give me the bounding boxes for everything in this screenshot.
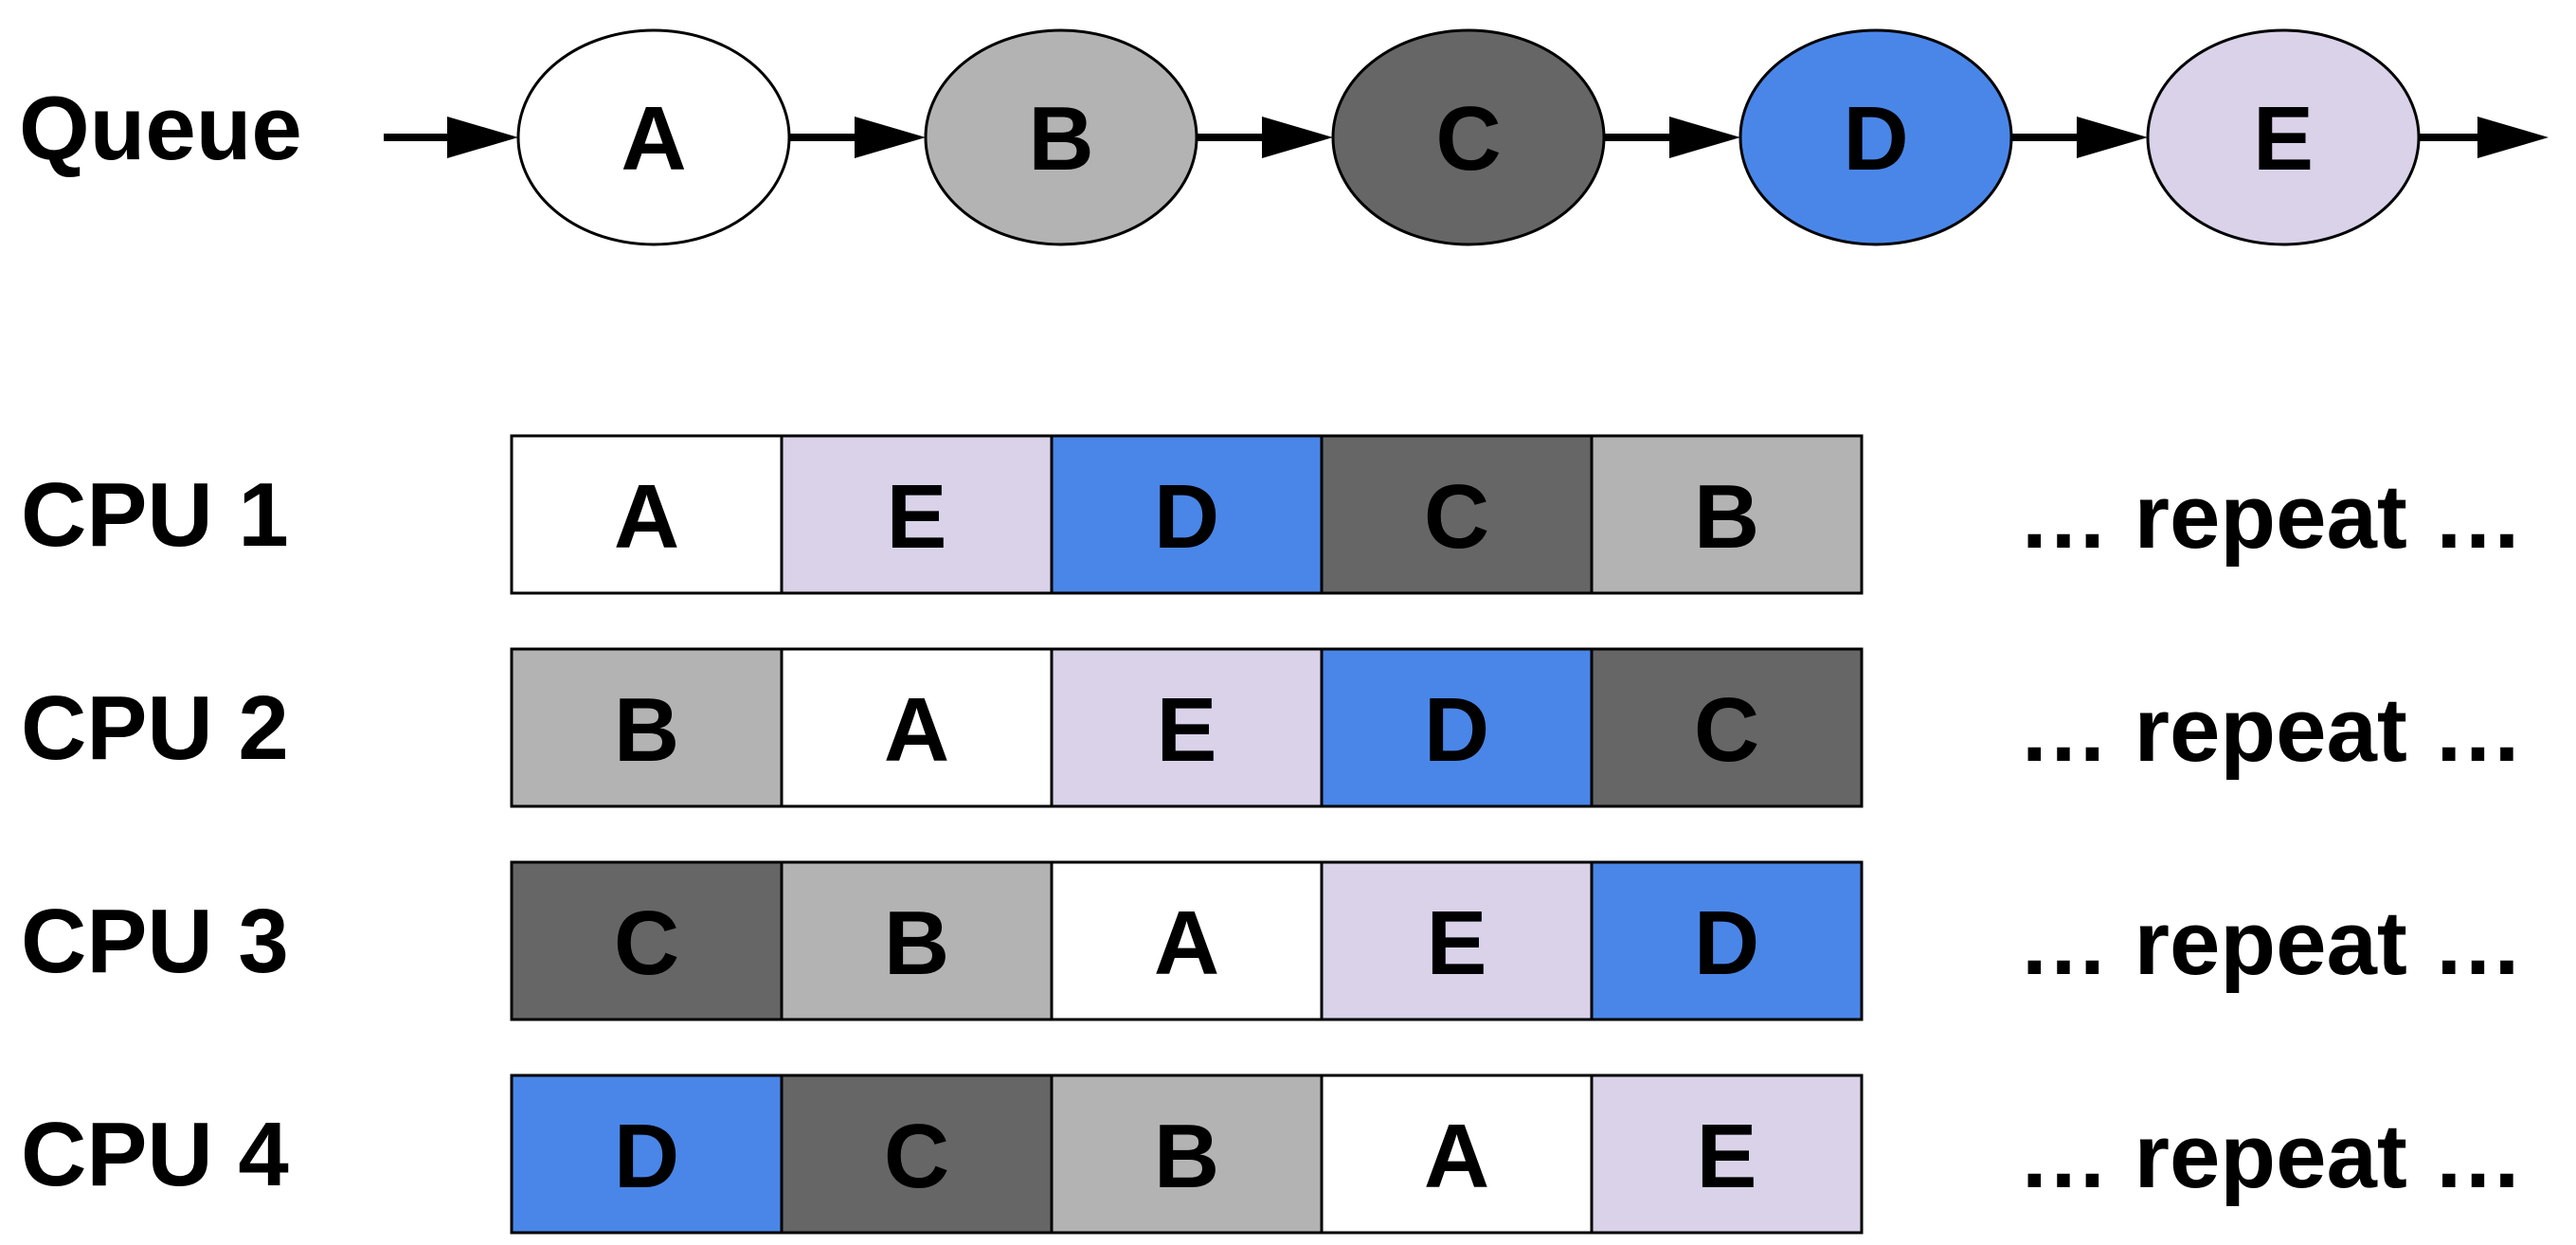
cpu-slot-label: B — [1694, 466, 1759, 568]
cpu-slot-label: C — [884, 1106, 949, 1207]
cpu-rows: CPU 1 A E D C B … repeat … CPU 2 B A E D C … repeat …… — [21, 434, 2523, 1235]
cpu-label: CPU 3 — [21, 891, 289, 992]
queue-arrow — [1197, 117, 1333, 158]
queue-node-label: D — [1843, 88, 1908, 189]
cpu-slot-d: D — [510, 1074, 784, 1235]
cpu-slot-b: B — [1590, 434, 1864, 595]
cpu-slot-c: C — [1590, 647, 1864, 808]
cpu-slot-e: E — [1590, 1074, 1864, 1235]
queue-node-label: E — [2253, 88, 2314, 189]
cpu-slot-a: A — [780, 647, 1054, 808]
cpu-label: CPU 1 — [21, 464, 289, 566]
queue-arrow — [789, 117, 926, 158]
cpu-slot-label: E — [886, 466, 946, 568]
cpu-slot-e: E — [1320, 860, 1594, 1021]
cpu-slot-label: E — [1426, 893, 1486, 994]
cpu-slot-label: E — [1696, 1106, 1756, 1207]
repeat-label: … repeat … — [2018, 1106, 2523, 1207]
cpu-slot-label: D — [1424, 679, 1489, 781]
cpu-slot-b: B — [780, 860, 1054, 1021]
queue-label: Queue — [19, 78, 302, 179]
cpu-slot-a: A — [510, 434, 784, 595]
cpu-slot-label: B — [614, 679, 679, 781]
cpu-slot-label: B — [884, 893, 949, 994]
cpu-slot-label: C — [1424, 466, 1489, 568]
cpu-slot-label: A — [1154, 893, 1219, 994]
cpu-slot-c: C — [510, 860, 784, 1021]
repeat-label: … repeat … — [2018, 466, 2523, 568]
queue-node-d: D — [1738, 28, 2013, 246]
queue-arrow — [384, 117, 518, 158]
cpu-slot-d: D — [1320, 647, 1594, 808]
queue-row: Queue A B C D E — [19, 28, 2549, 246]
cpu-slot-label: A — [614, 466, 679, 568]
cpu-label: CPU 2 — [21, 677, 289, 779]
cpu-row-1: CPU 1 A E D C B … repeat … — [21, 434, 2523, 595]
cpu-slot-label: D — [1694, 893, 1759, 994]
queue-arrow — [1604, 117, 1740, 158]
cpu-slot-label: E — [1156, 679, 1216, 781]
queue-node-b: B — [924, 28, 1198, 246]
cpu-slot-a: A — [1050, 860, 1324, 1021]
queue-arrows — [384, 117, 2549, 158]
queue-node-c: C — [1331, 28, 1606, 246]
cpu-slot-d: D — [1590, 860, 1864, 1021]
cpu-slot-label: D — [1154, 466, 1219, 568]
repeat-label: … repeat … — [2018, 893, 2523, 994]
cpu-slot-label: A — [884, 679, 949, 781]
cpu-slot-label: C — [614, 893, 679, 994]
queue-arrow — [2419, 117, 2549, 158]
cpu-row-4: CPU 4 D C B A E … repeat … — [21, 1074, 2523, 1235]
cpu-slot-b: B — [510, 647, 784, 808]
queue-arrow — [2011, 117, 2148, 158]
cpu-slot-c: C — [1320, 434, 1594, 595]
cpu-slot-b: B — [1050, 1074, 1324, 1235]
queue-nodes: A B C D E — [516, 28, 2421, 246]
cpu-row-3: CPU 3 C B A E D … repeat … — [21, 860, 2523, 1021]
queue-node-e: E — [2146, 28, 2421, 246]
cpu-slot-d: D — [1050, 434, 1324, 595]
queue-node-a: A — [516, 28, 791, 246]
cpu-row-2: CPU 2 B A E D C … repeat … — [21, 647, 2523, 808]
cpu-slot-e: E — [1050, 647, 1324, 808]
cpu-label: CPU 4 — [21, 1104, 289, 1205]
queue-node-label: C — [1435, 88, 1501, 189]
cpu-slot-label: C — [1694, 679, 1759, 781]
cpu-slot-label: B — [1154, 1106, 1219, 1207]
cpu-slot-a: A — [1320, 1074, 1594, 1235]
repeat-label: … repeat … — [2018, 679, 2523, 781]
cpu-slot-e: E — [780, 434, 1054, 595]
cpu-slot-label: D — [614, 1106, 679, 1207]
queue-node-label: B — [1028, 88, 1093, 189]
cpu-slot-label: A — [1424, 1106, 1489, 1207]
cpu-slot-c: C — [780, 1074, 1054, 1235]
queue-node-label: A — [621, 88, 686, 189]
